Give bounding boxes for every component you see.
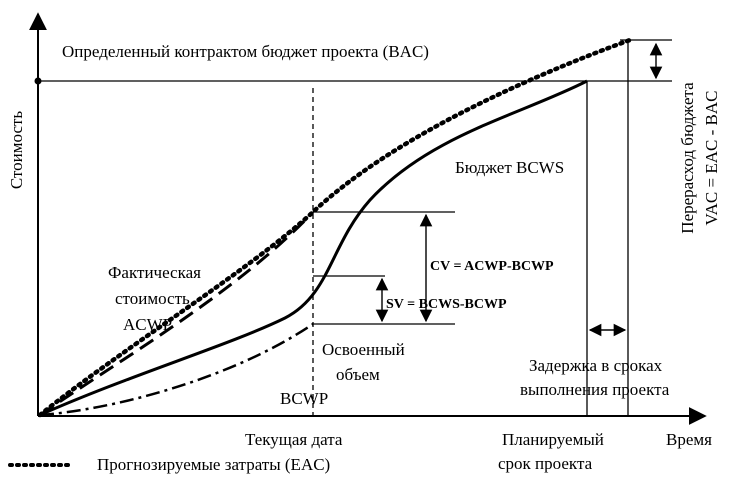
bcws-label: Бюджет BCWS bbox=[455, 158, 564, 177]
sv-label: SV = BCWS-BCWP bbox=[386, 297, 507, 312]
bcws-curve bbox=[39, 79, 588, 417]
acwp-label-line1: Фактическая bbox=[108, 263, 201, 282]
x-axis-label: Время bbox=[666, 430, 712, 449]
overrun-label-line2: VAC = EAC - BAC bbox=[702, 91, 721, 226]
cv-label: CV = ACWP-BCWP bbox=[430, 259, 554, 274]
acwp-label-line2: стоимость bbox=[115, 289, 190, 308]
bcwp-label: BCWP bbox=[280, 389, 328, 408]
bac-label: Определенный контрактом бюджет проекта (… bbox=[62, 42, 429, 61]
earned-label-line2: объем bbox=[336, 365, 380, 384]
acwp-curve bbox=[39, 210, 315, 417]
planned-label-line1: Планируемый bbox=[502, 430, 604, 449]
y-axis-label: Стоимость bbox=[7, 111, 26, 190]
acwp-label-line3: ACWP bbox=[123, 315, 172, 334]
current-date-label: Текущая дата bbox=[245, 430, 343, 449]
legend-eac-label: Прогнозируемые затраты (EAC) bbox=[97, 455, 330, 474]
earned-label-line1: Освоенный bbox=[322, 340, 405, 359]
eac-curve bbox=[37, 37, 633, 418]
planned-label-line2: срок проекта bbox=[498, 454, 593, 473]
delay-label-line2: выполнения проекта bbox=[520, 380, 670, 399]
overrun-label-line1: Перерасход бюджета bbox=[678, 82, 697, 234]
bcwp-curve bbox=[39, 322, 314, 417]
delay-label-line1: Задержка в сроках bbox=[529, 356, 663, 375]
